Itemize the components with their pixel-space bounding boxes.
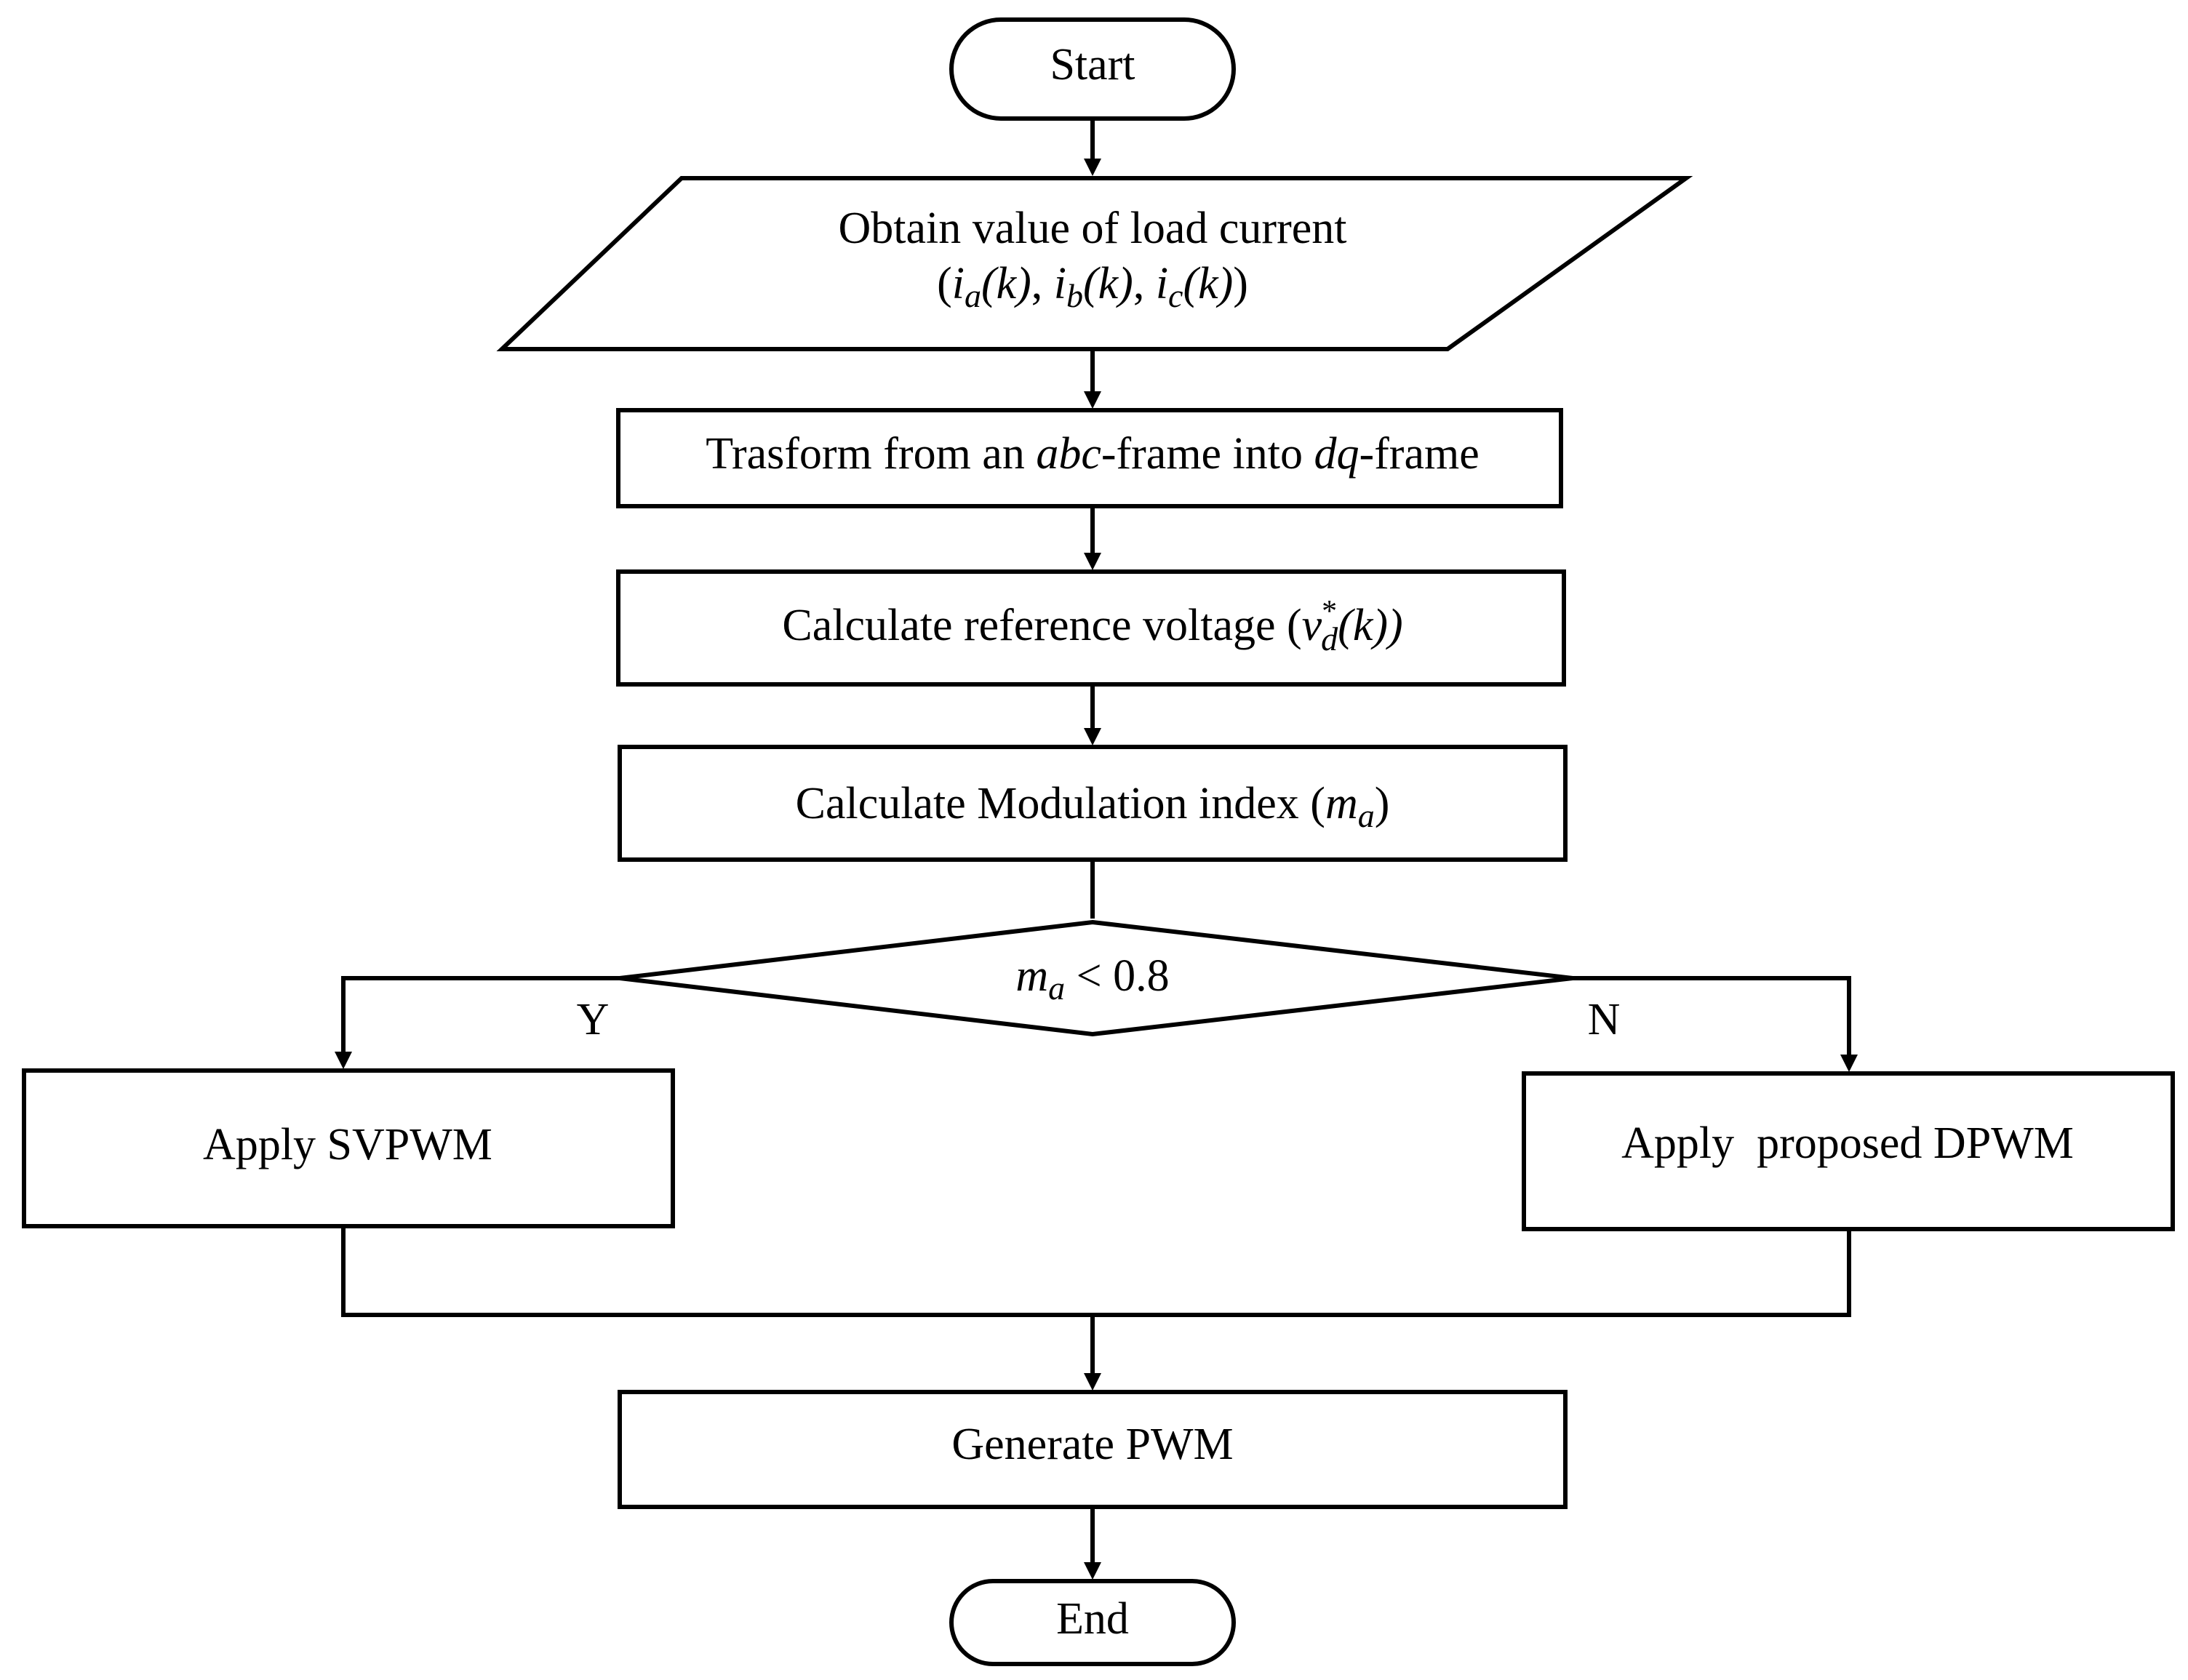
end-terminal bbox=[949, 1579, 1236, 1666]
arrowhead bbox=[1084, 1373, 1101, 1391]
svpwm-label: Apply SVPWM bbox=[203, 1120, 492, 1169]
start-label: Start bbox=[1050, 40, 1135, 89]
input-parallelogram bbox=[496, 176, 1693, 351]
edge-merge bbox=[341, 1226, 1851, 1317]
transform-label: Trasform from an abc-frame into dq-frame bbox=[706, 429, 1479, 479]
start-terminal bbox=[949, 17, 1236, 121]
decision-diamond bbox=[619, 919, 1573, 1037]
generate-pwm-process bbox=[618, 1390, 1568, 1509]
arrowhead bbox=[1840, 1055, 1858, 1072]
generate-pwm-label: Generate PWM bbox=[951, 1420, 1233, 1469]
reference-voltage-label: Calculate reference voltage (v*d(k)) bbox=[782, 595, 1402, 657]
arrowhead bbox=[1084, 728, 1101, 745]
arrowhead bbox=[1084, 391, 1101, 409]
dpwm-process bbox=[1522, 1071, 2175, 1231]
arrowhead bbox=[1084, 553, 1101, 570]
connectors bbox=[335, 119, 1858, 1580]
input-label-line1: Obtain value of load current bbox=[839, 204, 1347, 253]
transform-process bbox=[616, 408, 1563, 508]
edge-decision-no bbox=[1573, 976, 1851, 1056]
edge-decision-yes bbox=[341, 976, 620, 1053]
input-label-line2: (ia(k), ib(k), ic(k)) bbox=[937, 259, 1248, 314]
reference-voltage-process bbox=[616, 569, 1566, 687]
branch-yes-label: Y bbox=[577, 995, 610, 1044]
end-label: End bbox=[1056, 1594, 1129, 1644]
arrowhead bbox=[1084, 1562, 1101, 1580]
arrowhead bbox=[335, 1052, 352, 1069]
decision-label: ma < 0.8 bbox=[1015, 951, 1169, 1007]
dpwm-label: Apply proposed DPWM bbox=[1621, 1119, 2074, 1168]
arrowhead bbox=[1084, 159, 1101, 176]
svpwm-process bbox=[22, 1068, 675, 1228]
modulation-index-process bbox=[618, 745, 1568, 862]
modulation-index-label: Calculate Modulation index (ma) bbox=[796, 779, 1390, 834]
branch-no-label: N bbox=[1588, 995, 1621, 1044]
